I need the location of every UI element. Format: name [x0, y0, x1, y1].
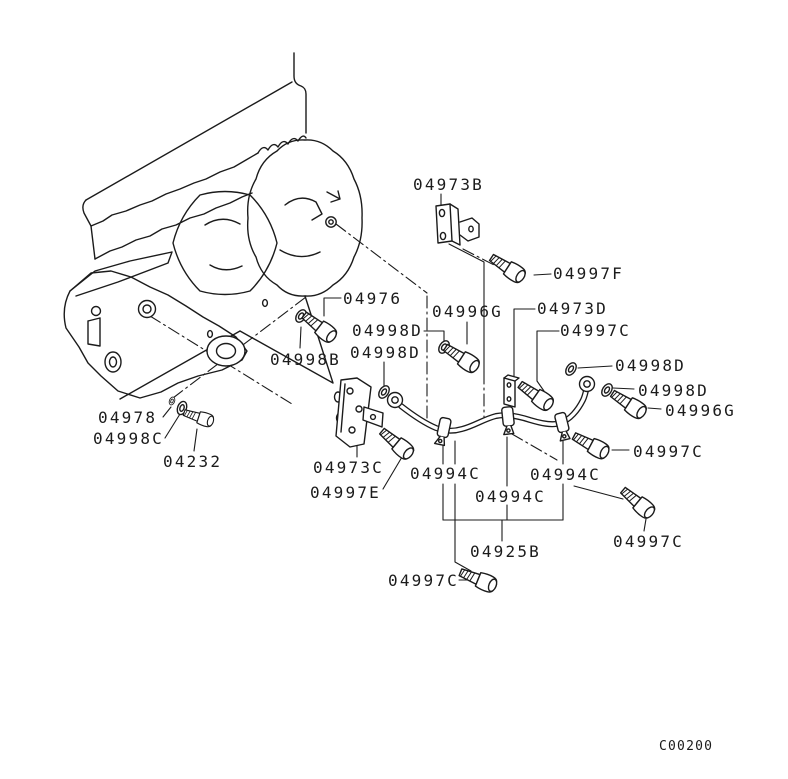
pump-case	[172, 190, 278, 296]
part-label-04997C: 04997C	[613, 532, 684, 551]
part-label-04998B: 04998B	[270, 350, 341, 369]
snap-ring-04978	[167, 395, 177, 407]
washer-04998D	[562, 360, 580, 378]
part-label-04232: 04232	[163, 452, 223, 471]
part-label-04973D: 04973D	[537, 299, 608, 318]
part-label-04997E: 04997E	[310, 483, 381, 502]
part-label-04973B: 04973B	[413, 175, 484, 194]
leader-lines	[162, 193, 662, 581]
bolt-04997C	[456, 563, 500, 595]
bolt-04996G	[440, 339, 483, 376]
part-label-04997C: 04997C	[388, 571, 459, 590]
pipe-union-left	[386, 391, 404, 409]
bolt-04997C	[569, 428, 613, 462]
part-label-04994C: 04994C	[410, 464, 481, 483]
pipe-clamp	[433, 416, 453, 447]
bolt-04997E	[375, 424, 418, 463]
pipe-clamp	[500, 405, 516, 436]
bolt-04232	[181, 405, 216, 429]
bolt-04997C	[616, 483, 659, 522]
spacer-04973D	[503, 374, 520, 408]
part-label-04997C: 04997C	[560, 321, 631, 340]
pipe-union-right	[578, 375, 596, 393]
engine-block	[63, 52, 363, 400]
part-label-04998C: 04998C	[93, 429, 164, 448]
part-label-04996G: 04996G	[432, 302, 503, 321]
part-label-04976: 04976	[343, 289, 403, 308]
part-label-04997F: 04997F	[553, 264, 624, 283]
part-label-04998D: 04998D	[638, 381, 709, 400]
part-label-04997C: 04997C	[633, 442, 704, 461]
part-label-04998D: 04998D	[352, 321, 423, 340]
bracket-04973B	[435, 203, 480, 246]
part-label-04925B: 04925B	[470, 542, 541, 561]
oil-pipe	[386, 375, 596, 447]
grommet-hole	[325, 216, 337, 228]
bolt-04997C	[514, 377, 557, 414]
part-label-04994C: 04994C	[475, 487, 546, 506]
part-label-04994C: 04994C	[530, 465, 601, 484]
drawing-code: C00200	[659, 739, 714, 754]
part-label-04996G: 04996G	[665, 401, 736, 420]
engine-mount	[63, 251, 248, 399]
part-label-04978: 04978	[98, 408, 158, 427]
bolt-04997F	[486, 249, 529, 286]
part-label-04973C: 04973C	[313, 458, 384, 477]
part-label-04998D: 04998D	[615, 356, 686, 375]
part-label-04998D: 04998D	[350, 343, 421, 362]
front-case	[246, 139, 363, 297]
bracket-04973C	[333, 377, 384, 448]
